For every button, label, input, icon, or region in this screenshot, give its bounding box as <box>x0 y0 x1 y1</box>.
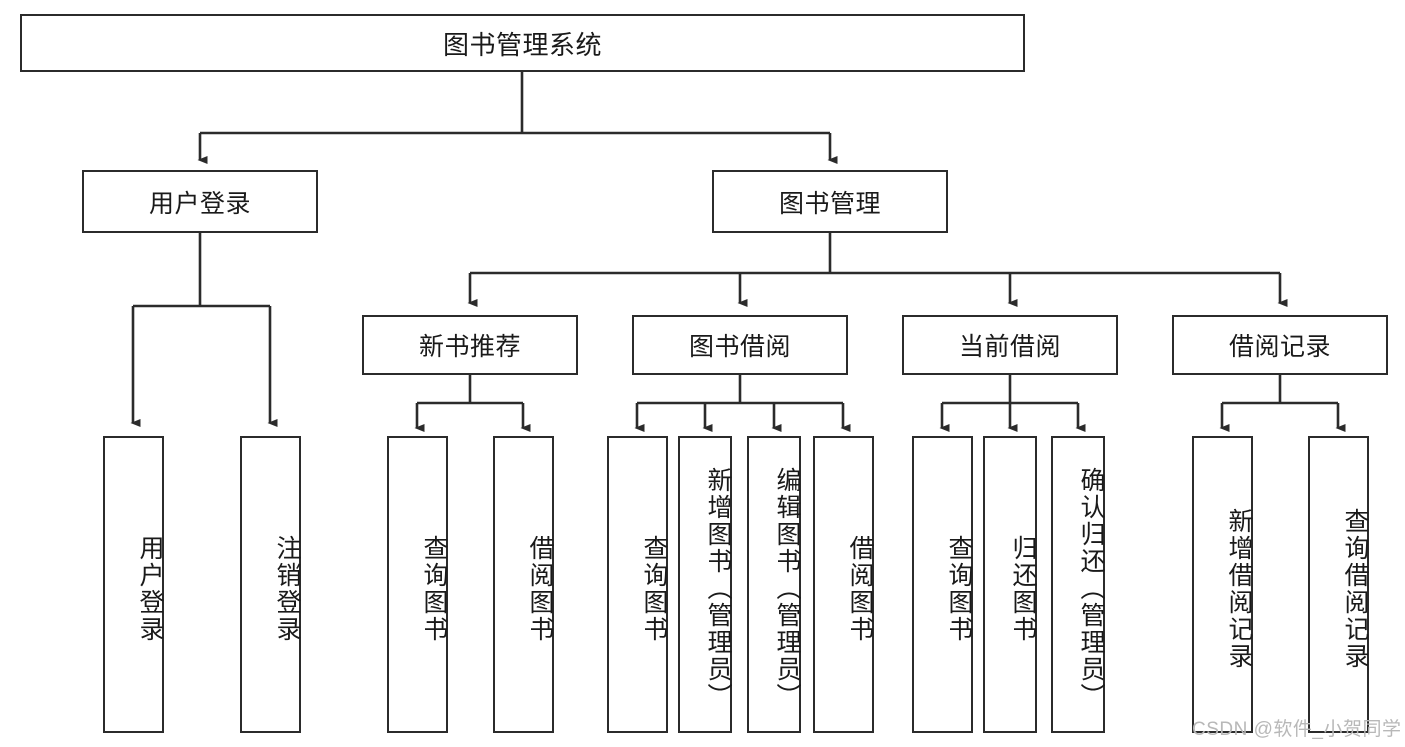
node-label: 确认归还（管理员） <box>1077 467 1105 710</box>
node-label: 借阅图书 <box>526 534 554 643</box>
node-label: 用户登录 <box>148 189 251 218</box>
node-leaf-query-borrow-record[interactable]: 查询借阅记录 <box>1308 436 1369 733</box>
node-label: 归还图书 <box>1009 534 1037 643</box>
node-leaf-confirm-return-admin[interactable]: 确认归还（管理员） <box>1051 436 1105 733</box>
node-label: 查询图书 <box>420 534 448 643</box>
node-book-management[interactable]: 图书管理 <box>712 170 948 233</box>
node-leaf-edit-book-admin[interactable]: 编辑图书（管理员） <box>747 436 801 733</box>
node-leaf-borrow-book-recommend[interactable]: 借阅图书 <box>493 436 554 733</box>
node-label: 新书推荐 <box>418 333 521 361</box>
node-label: 图书借阅 <box>688 333 791 361</box>
node-book-borrow[interactable]: 图书借阅 <box>632 315 848 375</box>
node-current-borrow[interactable]: 当前借阅 <box>902 315 1118 375</box>
node-label: 借阅图书 <box>846 534 874 643</box>
node-label: 查询图书 <box>640 534 668 643</box>
node-leaf-borrow-book[interactable]: 借阅图书 <box>813 436 874 733</box>
node-label: 查询图书 <box>945 534 973 643</box>
node-leaf-query-book-borrow[interactable]: 查询图书 <box>607 436 668 733</box>
node-label: 新增图书（管理员） <box>704 467 732 710</box>
node-label: 图书管理 <box>778 189 881 218</box>
node-label: 注销登录 <box>273 534 301 643</box>
node-label: 查询借阅记录 <box>1341 507 1369 670</box>
node-label: 新增借阅记录 <box>1225 507 1253 670</box>
node-new-book-recommend[interactable]: 新书推荐 <box>362 315 578 375</box>
node-label: 当前借阅 <box>958 333 1061 361</box>
node-user-login[interactable]: 用户登录 <box>82 170 318 233</box>
node-leaf-user-login[interactable]: 用户登录 <box>103 436 164 733</box>
node-label: 借阅记录 <box>1228 333 1331 361</box>
node-leaf-add-book-admin[interactable]: 新增图书（管理员） <box>678 436 732 733</box>
node-leaf-return-book[interactable]: 归还图书 <box>983 436 1037 733</box>
node-leaf-add-borrow-record[interactable]: 新增借阅记录 <box>1192 436 1253 733</box>
node-leaf-logout-login[interactable]: 注销登录 <box>240 436 301 733</box>
node-root-book-management-system[interactable]: 图书管理系统 <box>20 14 1025 72</box>
node-label: 用户登录 <box>136 534 164 643</box>
node-label: 图书管理系统 <box>442 29 602 60</box>
node-label: 编辑图书（管理员） <box>773 467 801 710</box>
node-leaf-query-book-recommend[interactable]: 查询图书 <box>387 436 448 733</box>
node-leaf-query-book-current[interactable]: 查询图书 <box>912 436 973 733</box>
csdn-watermark: CSDN @软件_小贺同学 <box>1192 719 1402 740</box>
node-borrow-record[interactable]: 借阅记录 <box>1172 315 1388 375</box>
